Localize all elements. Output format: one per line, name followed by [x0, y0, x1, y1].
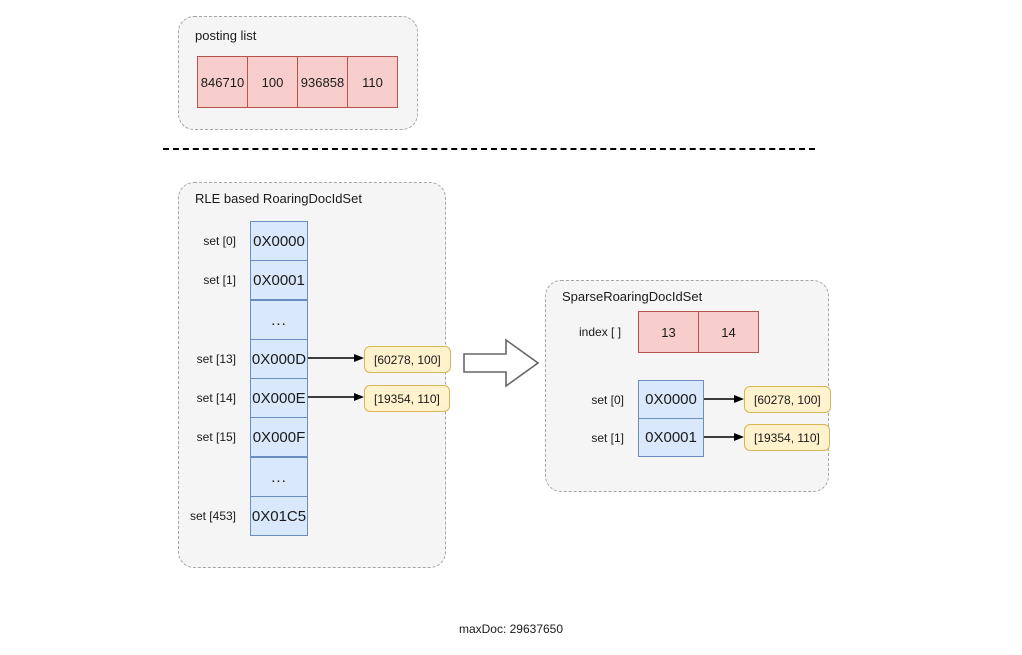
rle-row-label: set [453] [189, 509, 236, 523]
posting-list-cell: 936858 [297, 56, 348, 108]
rle-row-value: 0X000F [250, 417, 308, 457]
sparse-row-value: 0X0000 [638, 380, 704, 419]
sparse-pointer-box-1: [19354, 110] [744, 424, 830, 451]
sparse-row-label: set [1] [591, 430, 624, 445]
sparse-panel-title: SparseRoaringDocIdSet [562, 289, 703, 304]
rle-row: set [0] 0X0000 [203, 221, 308, 261]
sparse-pointer-arrow-0 [704, 394, 744, 404]
rle-roaringdocidset-panel: RLE based RoaringDocIdSet set [0] 0X0000… [178, 182, 451, 568]
sparse-set-column: set [0] 0X0000 [60278, 100] set [1] 0X00… [591, 380, 831, 457]
rle-row-label: set [1] [203, 273, 236, 287]
posting-list-cell: 846710 [197, 56, 248, 108]
rle-pointer-arrow-13 [308, 353, 364, 363]
rle-row-value: 0X000E [250, 378, 308, 418]
sparse-index-label: index [ ] [579, 325, 622, 339]
rle-row-label: set [13] [196, 352, 236, 366]
rle-panel-title: RLE based RoaringDocIdSet [195, 191, 362, 206]
posting-list-cell: 100 [247, 56, 298, 108]
rle-set-column: set [0] 0X0000 set [1] 0X0001 ... set [1… [190, 221, 451, 536]
sparse-index-row: 13 14 [638, 311, 759, 353]
rle-row-value: 0X01C5 [250, 496, 308, 536]
sparse-pointer-arrow-1 [704, 432, 744, 442]
maxdoc-note: maxDoc: 29637650 [458, 622, 564, 636]
rle-row: set [1] 0X0001 [203, 260, 308, 300]
dashed-divider [163, 148, 815, 150]
rle-row-value: ... [250, 300, 308, 340]
sparse-pointer-box-0: [60278, 100] [744, 386, 831, 413]
sparse-row: set [1] 0X0001 [19354, 110] [591, 418, 830, 457]
rle-row: set [13] 0X000D [60278, 100] [197, 339, 451, 379]
rle-row-value: 0X0001 [250, 260, 308, 300]
rle-pointer-box-13: [60278, 100] [364, 346, 451, 373]
rle-row-value: 0X000D [250, 339, 308, 379]
rle-row-label: set [14] [196, 391, 236, 405]
rle-row-label: set [15] [196, 430, 236, 444]
sparse-row-value: 0X0001 [638, 418, 704, 457]
sparse-row: set [0] 0X0000 [60278, 100] [591, 380, 831, 419]
sparse-row-label: set [0] [591, 392, 624, 407]
rle-row: set [453] 0X01C5 [190, 496, 308, 536]
rle-pointer-box-14: [19354, 110] [364, 385, 450, 412]
rle-row-ellipsis: ... [250, 300, 308, 340]
rle-row-label: set [0] [203, 234, 236, 248]
sparse-index-cell: 14 [698, 311, 759, 353]
rle-pointer-arrow-14 [308, 392, 364, 402]
rle-row-value: 0X0000 [250, 221, 308, 261]
rle-row: set [15] 0X000F [197, 417, 308, 457]
block-arrow-right-icon [462, 336, 540, 390]
posting-list-row: 846710 100 936858 110 [197, 56, 398, 108]
sparse-index-cell: 13 [638, 311, 699, 353]
rle-row: set [14] 0X000E [19354, 110] [197, 378, 450, 418]
posting-list-cell: 110 [347, 56, 398, 108]
rle-row-ellipsis: ... [250, 457, 308, 497]
posting-list-panel: posting list 846710 100 936858 110 [178, 16, 418, 130]
rle-row-value: ... [250, 457, 308, 497]
posting-list-title: posting list [195, 28, 257, 43]
sparse-roaringdocidset-panel: SparseRoaringDocIdSet index [ ] 13 14 se… [545, 280, 831, 492]
